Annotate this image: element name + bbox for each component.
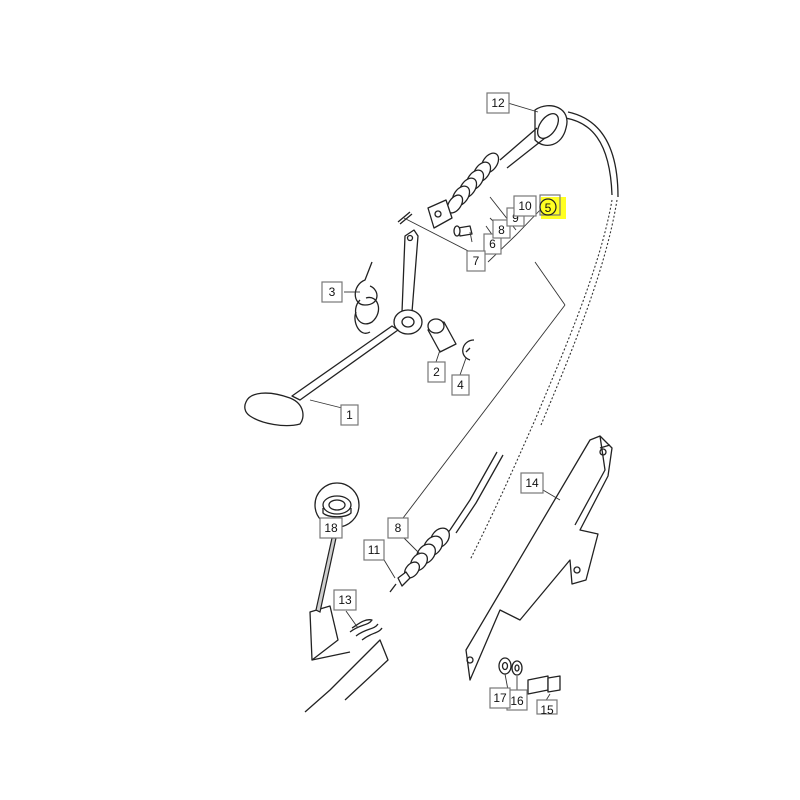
split-pin xyxy=(397,211,413,225)
callout-label-9: 9 xyxy=(512,211,519,225)
callout-label-12: 12 xyxy=(491,96,505,110)
callout-label-18: 18 xyxy=(324,521,338,535)
pedal-pad xyxy=(244,392,304,427)
upper-cable-end xyxy=(397,105,568,237)
callout-label-4: 4 xyxy=(457,378,464,392)
bellows-boot-upper xyxy=(446,152,500,214)
cable-sheath-upper xyxy=(564,117,613,196)
callout-label-13: 13 xyxy=(338,593,352,607)
bellows-boot-lower xyxy=(403,527,451,579)
callout-18: 18 xyxy=(319,517,343,539)
pedal-upper-arm xyxy=(401,229,419,313)
callout-10: 10 xyxy=(513,195,537,217)
callout-17: 17 xyxy=(489,687,511,709)
callout-label-11: 11 xyxy=(368,543,381,557)
callout-3: 3 xyxy=(321,281,343,303)
pivot-bush xyxy=(427,318,457,353)
return-spring xyxy=(354,261,380,334)
callout-1: 1 xyxy=(340,404,359,426)
callout-14: 14 xyxy=(520,472,544,494)
callout-label-16: 16 xyxy=(510,694,524,708)
callout-label-6: 6 xyxy=(489,237,496,251)
bolt xyxy=(527,675,561,695)
callout-label-5: 5 xyxy=(545,201,552,215)
circlip xyxy=(462,339,475,361)
clutch-pedal-assembly xyxy=(244,229,475,427)
fasteners xyxy=(498,657,561,695)
pedal-lever xyxy=(291,325,399,401)
clevis xyxy=(427,199,453,229)
callout-12: 12 xyxy=(486,92,510,114)
pedal-pivot-boss xyxy=(393,309,423,335)
pedal-box-bracket xyxy=(304,605,389,713)
mounting-bracket xyxy=(465,435,613,681)
callout-label-8-lower: 8 xyxy=(395,521,402,535)
callout-11: 11 xyxy=(363,539,385,561)
callout-label-3: 3 xyxy=(329,285,336,299)
callout-8-upper: 8 xyxy=(492,219,511,239)
cable-run xyxy=(469,199,613,561)
callout-label-10: 10 xyxy=(518,199,532,213)
cable-threaded-end xyxy=(389,583,397,593)
callout-4: 4 xyxy=(451,374,470,396)
callout-label-2: 2 xyxy=(433,365,440,379)
clutch-cable xyxy=(449,111,619,561)
washer-17 xyxy=(498,657,512,675)
callout-2: 2 xyxy=(427,361,446,383)
lower-cable-end xyxy=(389,527,451,593)
callout-5-highlighted: 5 xyxy=(539,194,566,219)
callout-label-14: 14 xyxy=(525,476,539,490)
washer-16 xyxy=(511,660,523,676)
callout-15: 15 xyxy=(536,699,558,717)
callout-16: 16 xyxy=(506,689,528,711)
callout-label-15: 15 xyxy=(540,703,554,717)
callout-7: 7 xyxy=(466,250,486,272)
callout-8-lower: 8 xyxy=(387,517,409,539)
callout-label-8-upper: 8 xyxy=(498,223,505,237)
callout-label-1: 1 xyxy=(346,408,353,422)
callout-label-17: 17 xyxy=(493,691,507,705)
callout-label-7: 7 xyxy=(473,254,480,268)
callout-13: 13 xyxy=(333,589,357,611)
